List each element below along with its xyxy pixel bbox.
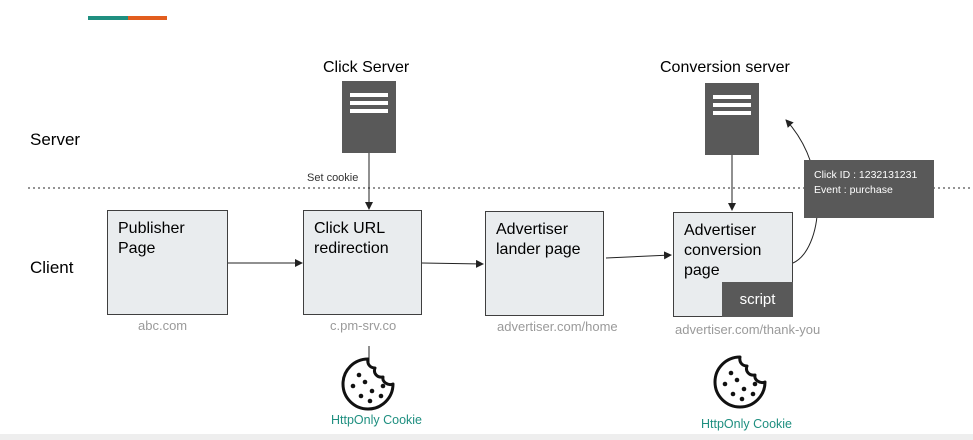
event-click-id: Click ID : 1232131231 (814, 169, 918, 181)
arrow-lander-to-conversion (605, 251, 672, 260)
lander-page-caption: advertiser.com/home (497, 319, 618, 334)
region-label-client: Client (30, 258, 74, 277)
conversion-page-box: Advertiser conversion page (673, 212, 793, 317)
lander-page-box: Advertiser lander page (485, 211, 604, 316)
publisher-page-box: Publisher Page (107, 210, 228, 315)
bottom-scroll-strip (0, 434, 973, 440)
click-server-title: Click Server (323, 59, 410, 76)
script-block: script (722, 282, 793, 317)
arrow-click-url-to-lander (421, 259, 484, 268)
event-type: Event : purchase (814, 184, 893, 196)
click-url-box: Click URL redirection (303, 210, 422, 315)
cookie-label-left: HttpOnly Cookie (331, 413, 423, 427)
accent-bar-orange (128, 16, 167, 20)
cookie-label-right: HttpOnly Cookie (701, 417, 793, 431)
conversion-page-caption: advertiser.com/thank-you (675, 322, 821, 337)
publisher-page-caption: abc.com (138, 318, 188, 333)
server-icon (342, 81, 396, 153)
server-icon (705, 83, 759, 155)
cookie-icon (341, 357, 395, 411)
conversion-server-title: Conversion server (660, 59, 790, 76)
set-cookie-label: Set cookie (307, 172, 359, 184)
accent-bar-teal (88, 16, 128, 20)
region-label-server: Server (30, 130, 81, 149)
cookie-icon (713, 355, 767, 409)
click-url-caption: c.pm-srv.co (330, 318, 397, 333)
event-tooltip: Click ID : 1232131231 Event : purchase (804, 160, 934, 218)
